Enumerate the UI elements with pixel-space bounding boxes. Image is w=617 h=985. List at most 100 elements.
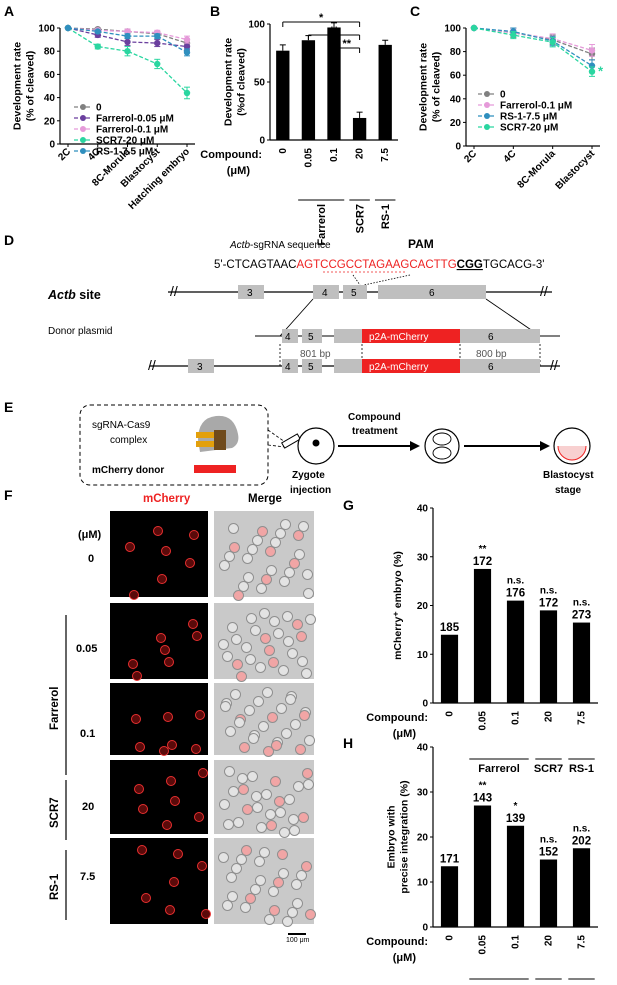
scale-bar-label: 100 μm (286, 937, 310, 944)
y-tick-label: 40 (44, 93, 56, 104)
data-point (183, 89, 191, 97)
mcherry-signal-icon (173, 849, 183, 859)
break-mark-left: // (170, 283, 178, 299)
panel-d-schematic: Actb-sgRNA sequence PAM 5'-CTCAGTAACAGTC… (47, 237, 560, 373)
panel-label-e: E (4, 399, 13, 415)
embryo-cell-icon (219, 560, 230, 571)
bar (327, 27, 341, 141)
mcherry-signal-icon (188, 619, 198, 629)
exon-5 (343, 285, 367, 299)
callout-line-2 (267, 444, 286, 448)
series-line (473, 27, 593, 67)
embryo-cell-icon (248, 733, 259, 744)
embryo-cell-icon (259, 847, 270, 858)
mcherry-signal-icon (161, 546, 171, 556)
y-tick-label: 80 (450, 47, 462, 58)
embryo-cell-icon (287, 648, 298, 659)
embryo-cell-icon (296, 631, 307, 642)
embryo-cell-icon (238, 581, 249, 592)
embryo-cell-icon (236, 671, 247, 682)
count-label: 143 (473, 793, 492, 805)
zygote-label-2: injection (290, 485, 331, 496)
x-tick-label: 0.05 (478, 935, 489, 955)
embryo-cell-icon (260, 633, 271, 644)
x-tick-label: 0 (445, 711, 456, 717)
y-tick-label: 30 (417, 788, 429, 799)
x-tick-label: Blastocyst (554, 148, 598, 192)
donor-exon-6a (334, 329, 362, 343)
embryo-cell-icon (279, 576, 290, 587)
embryo-cell-icon (228, 786, 239, 797)
break-mark-right: // (540, 283, 548, 299)
result-break-left: // (148, 357, 156, 373)
result-break-right: // (550, 357, 558, 373)
group-label: SCR7 (355, 204, 367, 233)
embryo-cell-icon (275, 807, 286, 818)
embryo-cell-icon (269, 905, 280, 916)
blastocyst-label-2: stage (555, 485, 582, 496)
y-tick-label: 10 (417, 650, 429, 661)
donor-plasmid-label: Donor plasmid (48, 326, 112, 337)
embryo-cell-icon (218, 639, 229, 650)
result-exon-5 (302, 359, 322, 373)
embryo-cell-icon (228, 523, 239, 534)
embryo-cell-icon (284, 567, 295, 578)
legend-label: SCR7-20 μM (500, 123, 558, 134)
merge-image-row-0 (214, 511, 314, 601)
legend-marker (80, 148, 86, 154)
sgrna-title: Actb-sgRNA sequence (229, 240, 331, 251)
embryo-cell-icon (293, 530, 304, 541)
embryo-cell-icon (245, 893, 256, 904)
embryo-cell-icon (230, 689, 241, 700)
bar (440, 866, 459, 927)
bar (539, 859, 558, 927)
bar (276, 50, 290, 140)
data-point (588, 47, 596, 54)
legend-marker (484, 91, 490, 97)
arrow-head-1-icon (410, 441, 420, 451)
embryo-cell-icon (227, 622, 238, 633)
y-tick-label: 100 (38, 24, 55, 35)
y-tick-label: 80 (44, 47, 56, 58)
mcherry-signal-icon (169, 877, 179, 887)
y-tick-label: 60 (450, 71, 462, 82)
significance-label: n.s. (573, 598, 590, 609)
panel-label-a: A (4, 3, 14, 19)
series-line (473, 27, 593, 73)
data-point (124, 32, 131, 40)
legend-marker (80, 115, 86, 121)
x-tick-label: 8C-Morula (515, 148, 558, 191)
data-point (154, 60, 161, 68)
count-label: 176 (506, 588, 525, 600)
data-point (549, 38, 556, 46)
cut-site-line-2 (363, 274, 411, 286)
embryo-cell-icon (253, 696, 264, 707)
count-label: 152 (539, 847, 558, 859)
merge-image-row-2 (214, 683, 315, 757)
embryo-cell-icon (246, 613, 257, 624)
rs1-group-label: RS-1 (49, 873, 61, 900)
embryo-cell-icon (304, 735, 315, 746)
embryo-cell-icon (305, 614, 316, 625)
result-insert-label: p2A-mCherry (369, 362, 428, 373)
embryo-cell-icon (292, 898, 303, 909)
mcherry-signal-icon (195, 710, 205, 720)
treatment-label-1: Compound (348, 412, 401, 423)
mcherry-signal-icon (197, 861, 207, 871)
unit-label: (μM) (393, 728, 417, 740)
donor-exon-6 (460, 329, 540, 343)
embryo-cell-icon (254, 856, 265, 867)
data-point (154, 39, 161, 47)
series-line (67, 27, 188, 44)
unit-label: (μM) (227, 165, 251, 177)
embryo-cell-icon (288, 814, 299, 825)
embryo-cell-icon (289, 558, 300, 569)
donor-exon-4-label: 4 (285, 332, 291, 343)
dose-row-0: 0 (88, 553, 94, 565)
y-tick-label: 60 (44, 70, 56, 81)
exon-3-label: 3 (247, 288, 253, 299)
